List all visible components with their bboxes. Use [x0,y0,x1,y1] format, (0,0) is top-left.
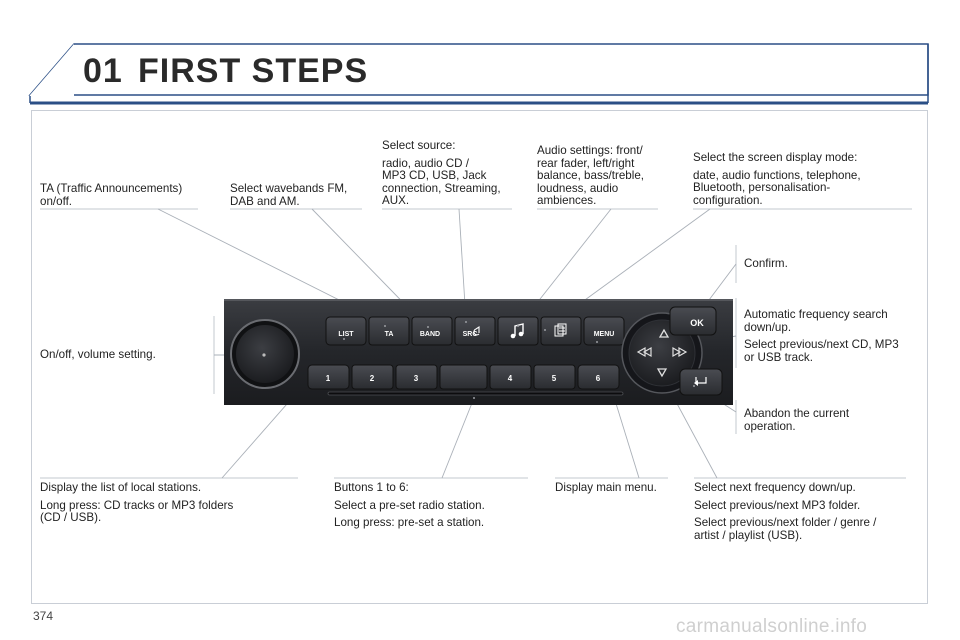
preset-button-3[interactable] [395,364,438,390]
watermark: carmanualsonline.info [676,616,868,637]
source-label: Select source: radio, audio CD / MP3 CD,… [382,139,501,207]
preset-button-6[interactable] [577,364,620,390]
preset-label-6: 6 [596,374,601,383]
src-button[interactable] [454,316,496,346]
preset-button-1[interactable] [307,364,350,390]
list-button[interactable] [325,316,367,346]
seek-forward-icon[interactable] [672,346,688,358]
back-arrow-icon [695,377,707,384]
onoff-label: On/off, volume setting. [40,348,156,361]
audio-settings-label: Audio settings: front/ rear fader, left/… [537,144,644,207]
preset-label-5: 5 [552,374,557,383]
ta-button[interactable] [368,316,410,346]
preset-button-2[interactable] [351,364,394,390]
page-number: 374 [33,609,54,623]
top-button-row: LIST TA BAND SRC MENU [325,316,625,346]
preset-label-1: 1 [326,374,331,383]
list-label: Display the list of local stations. Long… [40,481,234,524]
band-button-label: BAND [420,331,440,338]
audio-settings-button[interactable] [497,316,539,346]
frequency-select-label: Select next frequency down/up. Select pr… [694,481,877,542]
confirm-label: Confirm. [744,257,788,270]
cd-slot [327,391,624,396]
down-arrow-icon[interactable] [656,368,668,378]
preset-buttons-label: Buttons 1 to 6: Select a pre-set radio s… [334,481,485,529]
preset-label-3: 3 [414,374,419,383]
ok-button-label: OK [690,318,704,328]
abandon-label: Abandon the current operation. [744,407,850,433]
menu-label: Display main menu. [555,481,657,494]
preset-label-4: 4 [508,374,513,383]
menu-button-label: MENU [594,331,615,338]
ta-button-label: TA [385,331,394,338]
frequency-search-label: Automatic frequency search down/up. Sele… [744,308,899,364]
back-button[interactable] [679,368,723,396]
band-button[interactable] [411,316,453,346]
chapter-number: 01 [83,52,123,90]
display-mode-icon [554,323,567,337]
header-decoration [28,43,929,105]
src-icon [473,325,480,336]
chapter-title: FIRST STEPS [138,52,369,90]
up-arrow-icon[interactable] [658,328,670,338]
radio-panel: LIST TA BAND SRC MENU 1 2 3 4 5 6 [224,299,733,405]
preset-label-2: 2 [370,374,375,383]
preset-button-4[interactable] [489,364,532,390]
preset-blank-button[interactable] [439,364,488,390]
music-note-icon [510,323,524,339]
src-button-label: SRC [463,331,478,338]
band-label: Select wavebands FM, DAB and AM. [230,182,348,208]
menu-button[interactable] [583,316,625,346]
display-mode-label: Select the screen display mode: date, au… [693,151,861,207]
content-frame [31,110,928,604]
preset-button-row: 1 2 3 4 5 6 [307,364,620,390]
ta-label: TA (Traffic Announcements) on/off. [40,182,183,208]
seek-back-icon[interactable] [636,346,652,358]
preset-button-5[interactable] [533,364,576,390]
list-button-label: LIST [338,331,354,338]
ok-button[interactable] [669,306,717,336]
